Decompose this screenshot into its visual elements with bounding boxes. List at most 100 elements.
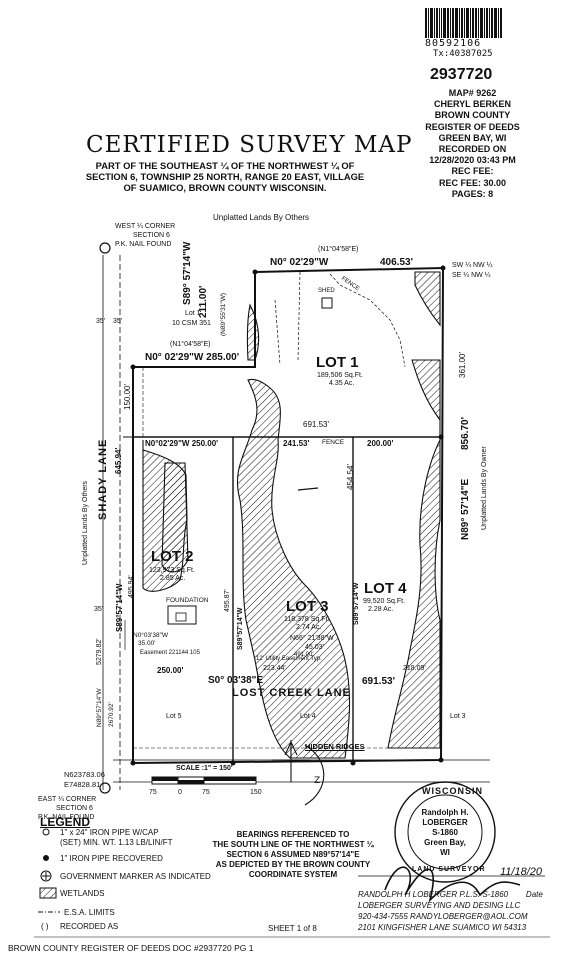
legend-title: LEGEND xyxy=(40,815,91,829)
lost-creek-lane: LOST CREEK LANE xyxy=(232,687,351,699)
legend-item: WETLANDS xyxy=(60,889,105,898)
lot4-area: 99,520 Sq.Ft. xyxy=(363,598,406,605)
top-bearing-recorded: (N1°04'58"E) xyxy=(318,246,359,253)
surveyor-company: LOBERGER SURVEYING AND DESING LLC xyxy=(358,901,521,910)
lot1-name: LOT 1 xyxy=(316,354,359,371)
top-distance: 406.53' xyxy=(380,257,413,268)
lot5-south: Lot 5 xyxy=(166,713,182,720)
lot2-acres: 2.85 Ac. xyxy=(160,575,186,582)
lot3-495: 495.87' xyxy=(224,589,231,612)
svg-text:Z: Z xyxy=(314,776,320,786)
bearings-line: SECTION 6 ASSUMED N89°57'14"E xyxy=(226,850,360,859)
legend-item: 1" IRON PIPE RECOVERED xyxy=(60,854,163,863)
unplatted-left: Unplatted Lands By Others xyxy=(82,480,89,565)
footer-doc: BROWN COUNTY REGISTER OF DEEDS DOC #2937… xyxy=(8,943,254,953)
seal-st: WI xyxy=(440,848,450,857)
barcode xyxy=(425,8,515,38)
bearing-n66: N66° 21'38"W xyxy=(290,635,334,642)
rec-line: REC FEE: xyxy=(451,166,494,177)
dist-150: 150.00' xyxy=(123,384,132,410)
left-2670: 2670.92' xyxy=(108,702,115,727)
se-nw-label: SE ¼ NW ¼ xyxy=(452,272,491,279)
sheet-number: SHEET 1 of 8 xyxy=(268,924,317,933)
unplatted-right: Unplatted Lands By Owner xyxy=(481,446,488,530)
dist-691-mid: 691.53' xyxy=(303,420,329,429)
map-title: CERTIFIED SURVEY MAP xyxy=(86,132,413,158)
right-361: 361.00' xyxy=(458,352,467,378)
rec-line: CHERYL BERKEN xyxy=(433,99,511,110)
dist-218: 218.09' xyxy=(403,665,426,672)
rec-line: BROWN COUNTY xyxy=(434,110,511,121)
utility-easement: 12' Utility Easement Typ. xyxy=(256,656,322,662)
recording-info: MAP# 9262 CHERYL BERKEN BROWN COUNTY REG… xyxy=(410,88,535,200)
seal-license: S-1860 xyxy=(432,828,458,837)
seal-city: Green Bay, xyxy=(424,838,466,847)
bottom-691: 691.53' xyxy=(362,676,395,687)
bearings-line: AS DEPICTED BY THE BROWN COUNTY xyxy=(215,860,371,869)
dist-45: 45.03' xyxy=(305,644,324,651)
shady-lane: SHADY LANE xyxy=(97,438,109,520)
lot1-acres: 4.35 Ac. xyxy=(329,380,355,387)
legend-item: RECORDED AS xyxy=(60,922,119,931)
lot3-south: Lot 3 xyxy=(450,713,466,720)
lot1-area: 189,506 Sq.Ft. xyxy=(317,372,363,379)
lot2-area: 123,973 Sq.Ft. xyxy=(149,567,195,574)
lot2-495: 495.94' xyxy=(128,575,135,598)
west-corner-label: WEST ¼ CORNER SECTION 6 P.K. NAIL FOUND xyxy=(115,222,175,249)
signature-date: 11/18/20 xyxy=(500,866,543,878)
east-corner-line: SECTION 6 xyxy=(56,805,93,812)
csm-reference: 10 CSM 351 xyxy=(172,320,211,327)
lot1-reference: Lot 1 xyxy=(185,310,201,317)
dist-35-c: 35' xyxy=(94,606,104,613)
dist-223: 223.44' xyxy=(263,665,286,672)
bearings-line: THE SOUTH LINE OF THE NORTHWEST ¼ xyxy=(212,840,374,849)
rec-line: MAP# 9262 xyxy=(448,88,497,98)
bottom-250: 250.00' xyxy=(157,666,184,675)
bottom-bearing: S0° 03'38"E xyxy=(208,675,264,686)
legend-item: GOVERNMENT MARKER AS INDICATED xyxy=(60,872,211,881)
map-description: PART OF THE SOUTHEAST ¼ OF THE NORTHWEST… xyxy=(60,160,390,193)
e-coordinate: E74828.81 xyxy=(64,780,101,789)
bearings-line: COORDINATE SYSTEM xyxy=(248,870,338,879)
date-label: Date xyxy=(525,890,543,899)
foundation-label: FOUNDATION xyxy=(166,597,209,604)
right-bearing: N89° 57'14"E xyxy=(460,478,471,540)
bearings-line: BEARINGS REFERENCED TO xyxy=(236,830,350,839)
lot2-bearing: S89°57'14"W xyxy=(115,583,124,632)
west-corner-line: SECTION 6 xyxy=(133,232,170,239)
lot4-acres: 2.28 Ac. xyxy=(368,606,394,613)
surveyor-name: RANDOLPH H LOBERGER P.L.S. S-1860 xyxy=(358,890,509,899)
scale-tick: 75 xyxy=(202,789,210,796)
description-line: OF SUAMICO, BROWN COUNTY WISCONSIN. xyxy=(123,182,327,193)
barcode-number: 80592106 xyxy=(425,38,482,49)
bearing-211: S89° 57'14"W xyxy=(182,241,193,305)
legend-item: 1" x 24" IRON PIPE W/CAP xyxy=(60,828,159,837)
seal-name: Randolph H. xyxy=(421,808,469,817)
east-corner-line: EAST ¼ CORNER xyxy=(38,796,97,803)
left-bearing: N89°57'14"W xyxy=(96,688,103,727)
top-bearing: N0° 02'29"W xyxy=(270,257,329,268)
bearing-211-recorded: (N89°55'31"W) xyxy=(220,293,227,336)
scale-label: SCALE :1" = 150' xyxy=(176,765,233,772)
left-5279: 5279.82' xyxy=(96,638,103,665)
east-corner-line: P.K. NAIL FOUND xyxy=(38,814,95,821)
scale-tick: 0 xyxy=(178,789,182,796)
east-corner-label: EAST ¼ CORNER SECTION 6 P.K. NAIL FOUND xyxy=(38,795,96,822)
rec-line: GREEN BAY, WI xyxy=(438,132,507,143)
dist-35-00: 35.00' xyxy=(138,640,156,647)
bearing-n03-38: N0°03'38"W xyxy=(133,632,169,639)
shed-label: SHED xyxy=(318,288,335,294)
description-line: SECTION 6, TOWNSHIP 25 NORTH, RANGE 20 E… xyxy=(85,171,365,182)
dist-491: 491.00' xyxy=(294,652,314,658)
surveyor-contact: 920-434-7555 RANDYLOBERGER@AOL.COM xyxy=(358,912,528,921)
mid-line-bearing: N0°02'29"W 250.00' xyxy=(145,439,219,448)
tx-number: Tx:40387025 xyxy=(433,49,493,59)
dist-454: 454.54' xyxy=(346,464,355,490)
left-645: 645.94' xyxy=(114,447,123,474)
rec-line: RECORDED ON xyxy=(438,144,507,155)
seal-surname: LOBERGER xyxy=(422,818,468,827)
west-corner-line: P.K. NAIL FOUND xyxy=(115,241,172,248)
description-line: PART OF THE SOUTHEAST ¼ OF THE NORTHWEST… xyxy=(95,160,355,171)
lot3-name: LOT 3 xyxy=(286,598,329,615)
